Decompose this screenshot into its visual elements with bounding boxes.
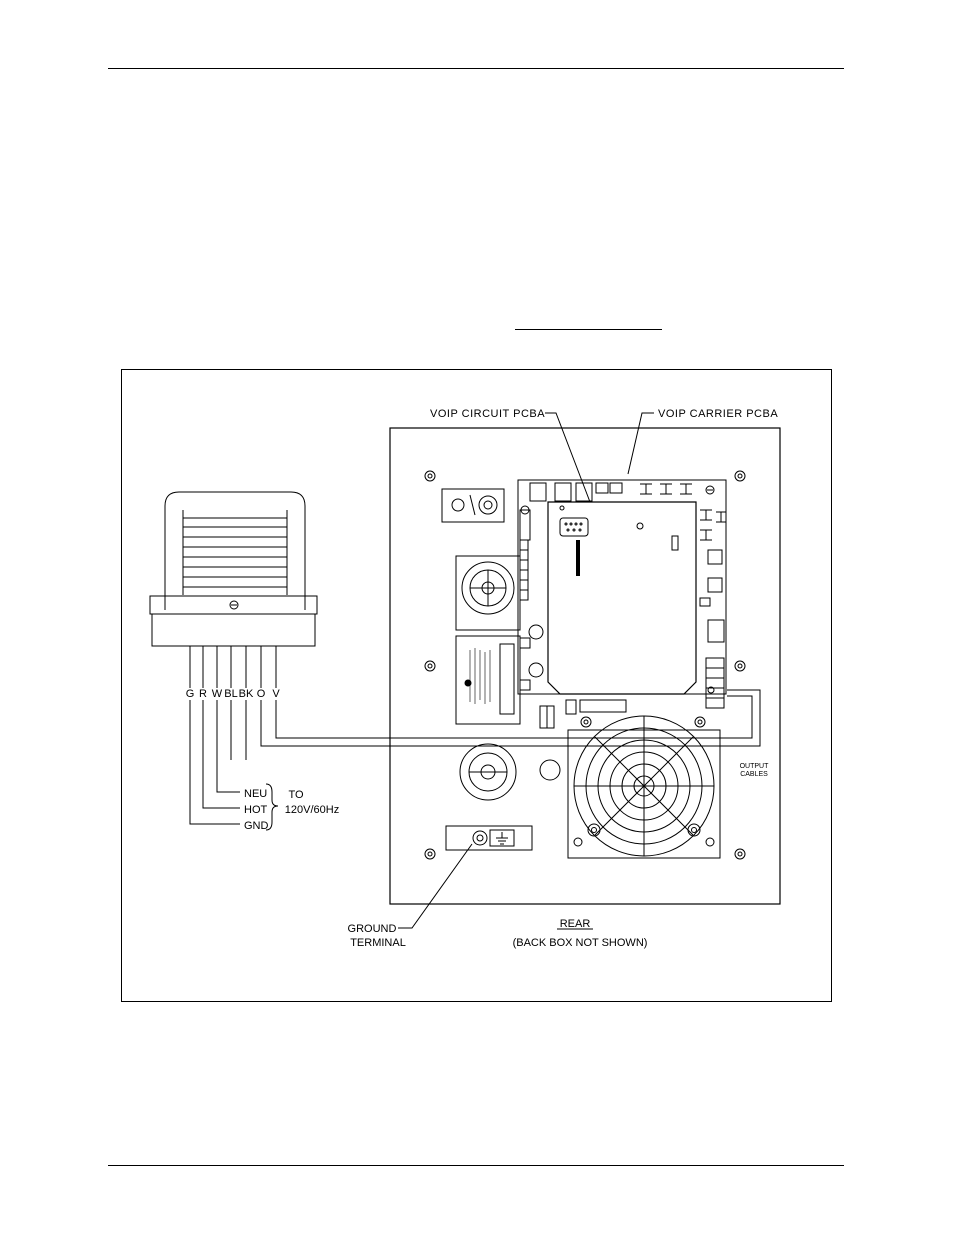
footer-rule	[108, 1165, 844, 1166]
wire-letters: G R W BL BK O V	[186, 688, 281, 700]
strobe-light	[149, 491, 318, 647]
panel	[389, 427, 781, 905]
wire-label-g: G	[186, 688, 195, 700]
output-cables-label-2: CABLES	[740, 771, 768, 778]
wire-label-bl: BL	[224, 688, 237, 700]
figure-frame	[121, 369, 832, 1002]
voip-circuit-label: VOIP CIRCUIT PCBA	[430, 408, 545, 420]
wire-label-w: W	[212, 688, 223, 700]
diagram-labels: VOIP CIRCUIT PCBA VOIP CARRIER PCBA OUTP…	[348, 408, 778, 949]
wire-label-o: O	[257, 688, 266, 700]
fan	[567, 715, 721, 859]
to-label: TO	[288, 789, 304, 801]
wire-label-bk: BK	[239, 688, 254, 700]
back-box-note: (BACK BOX NOT SHOWN)	[513, 937, 648, 949]
power-brace	[265, 783, 279, 831]
wire-label-v: V	[272, 688, 280, 700]
neu-label: NEU	[244, 788, 267, 800]
supply-label: 120V/60Hz	[285, 804, 339, 816]
wire-label-r: R	[199, 688, 207, 700]
strobe-wires	[189, 646, 761, 825]
hot-label: HOT	[244, 804, 268, 816]
power-labels: NEU HOT GND TO 120V/60Hz	[244, 788, 339, 832]
ground-terminal-label-2: TERMINAL	[350, 937, 406, 949]
leader-lines	[398, 412, 654, 930]
carrier-pcba	[517, 479, 727, 729]
voip-carrier-label: VOIP CARRIER PCBA	[658, 408, 778, 420]
circuit-pcba	[547, 501, 697, 695]
output-cables-label: OUTPUT	[740, 763, 770, 770]
ground-terminal-label: GROUND	[348, 923, 397, 935]
title-underline	[515, 329, 662, 330]
rear-label: REAR	[560, 918, 591, 930]
gnd-label: GND	[244, 820, 269, 832]
header-rule	[108, 68, 844, 69]
panel-screws	[424, 470, 746, 860]
